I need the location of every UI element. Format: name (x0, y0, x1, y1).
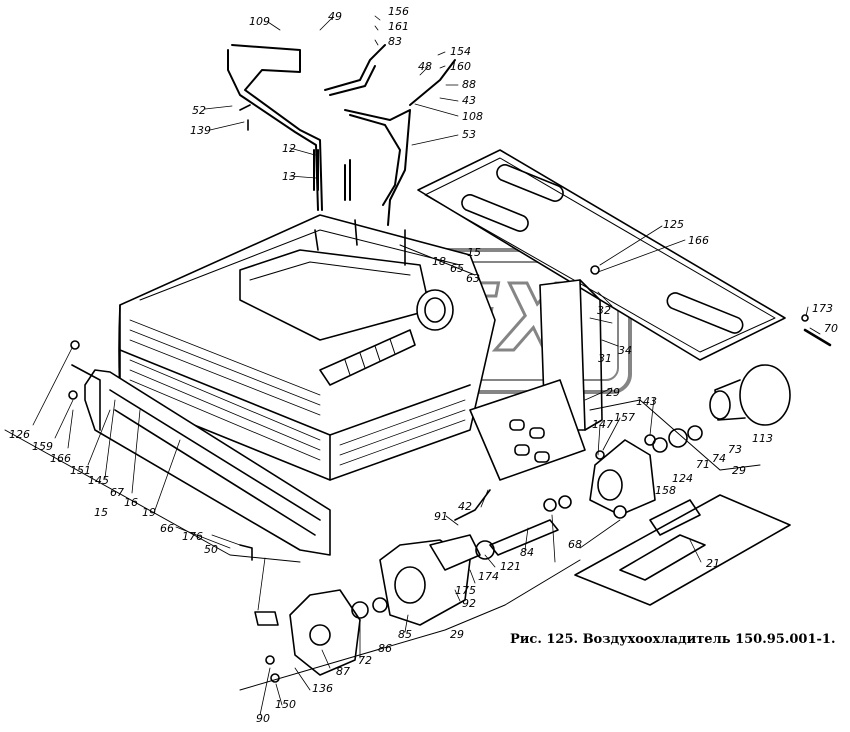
callout-19: 19 (142, 506, 156, 519)
bracket (469, 279, 603, 481)
callout-29-gasket: 29 (732, 464, 746, 477)
callout-151: 151 (70, 464, 91, 477)
callout-49: 49 (328, 10, 342, 23)
tank-fittings (314, 219, 454, 386)
callout-91: 91 (434, 510, 448, 523)
callout-32: 32 (597, 304, 611, 317)
callout-53: 53 (462, 128, 476, 141)
callout-86: 86 (378, 642, 392, 655)
callout-31: 31 (598, 352, 612, 365)
figure-caption: Рис. 125. Воздухоохладитель 150.95.001-1… (510, 632, 836, 647)
callout-29-right: 29 (606, 386, 620, 399)
callout-157: 157 (614, 411, 635, 424)
group-boundary-lines (4, 244, 761, 691)
base-frame (71, 364, 331, 556)
callout-85: 85 (398, 628, 412, 641)
callout-159: 159 (32, 440, 53, 453)
callout-126: 126 (9, 428, 30, 441)
callout-70: 70 (824, 322, 838, 335)
callout-174: 174 (478, 570, 499, 583)
callout-73: 73 (728, 443, 742, 456)
gasket (574, 494, 791, 606)
callout-68: 68 (568, 538, 582, 551)
callout-18: 18 (432, 255, 446, 268)
callout-12: 12 (282, 142, 296, 155)
pump-cover (254, 589, 388, 683)
callout-16: 16 (124, 496, 138, 509)
callout-154: 154 (450, 45, 471, 58)
callout-48: 48 (418, 60, 432, 73)
callout-136: 136 (312, 682, 333, 695)
callout-156: 156 (388, 5, 409, 18)
callout-65: 65 (450, 262, 464, 275)
callout-50: 50 (204, 543, 218, 556)
callout-15-top: 15 (467, 246, 481, 259)
callout-67: 67 (110, 486, 124, 499)
callout-74: 74 (712, 452, 726, 465)
small-fasteners (68, 104, 832, 561)
callout-66: 66 (160, 522, 174, 535)
electric-motor (652, 364, 791, 453)
callout-166-top: 166 (688, 234, 709, 247)
callout-121: 121 (500, 560, 521, 573)
callout-83: 83 (388, 35, 402, 48)
callout-124: 124 (672, 472, 693, 485)
callout-158: 158 (655, 484, 676, 497)
callout-72: 72 (358, 654, 372, 667)
callout-109: 109 (249, 15, 270, 28)
callout-92: 92 (462, 597, 476, 610)
callout-175: 175 (455, 584, 476, 597)
callout-13: 13 (282, 170, 296, 183)
callout-160: 160 (450, 60, 471, 73)
callout-29-bottom: 29 (450, 628, 464, 641)
callout-71: 71 (696, 458, 710, 471)
callout-15-bottom: 15 (94, 506, 108, 519)
callout-147: 147 (592, 418, 613, 431)
callout-42: 42 (458, 500, 472, 513)
mounting-plate (417, 149, 786, 361)
callout-173: 173 (812, 302, 833, 315)
cooler-tank (118, 214, 496, 481)
callout-113: 113 (752, 432, 773, 445)
pipe-assembly (227, 44, 456, 226)
pump-assembly (379, 489, 572, 626)
callout-87: 87 (336, 665, 350, 678)
callout-166-bottom: 166 (50, 452, 71, 465)
callout-43: 43 (462, 94, 476, 107)
callout-63: 63 (466, 272, 480, 285)
callout-143: 143 (636, 395, 657, 408)
gear-housing (589, 439, 656, 519)
leader-lines (32, 15, 821, 716)
callout-161: 161 (388, 20, 409, 33)
callout-108: 108 (462, 110, 483, 123)
callout-150: 150 (275, 698, 296, 711)
callout-labels: 109 49 156 161 83 154 160 48 88 43 108 5… (9, 5, 838, 725)
callout-84: 84 (520, 546, 534, 559)
callout-21: 21 (706, 557, 720, 570)
callout-139: 139 (190, 124, 211, 137)
callout-176: 176 (182, 530, 203, 543)
callout-88: 88 (462, 78, 476, 91)
callout-90: 90 (256, 712, 270, 725)
callout-34: 34 (618, 344, 632, 357)
callout-125: 125 (663, 218, 684, 231)
callout-52: 52 (192, 104, 206, 117)
callout-145: 145 (88, 474, 109, 487)
